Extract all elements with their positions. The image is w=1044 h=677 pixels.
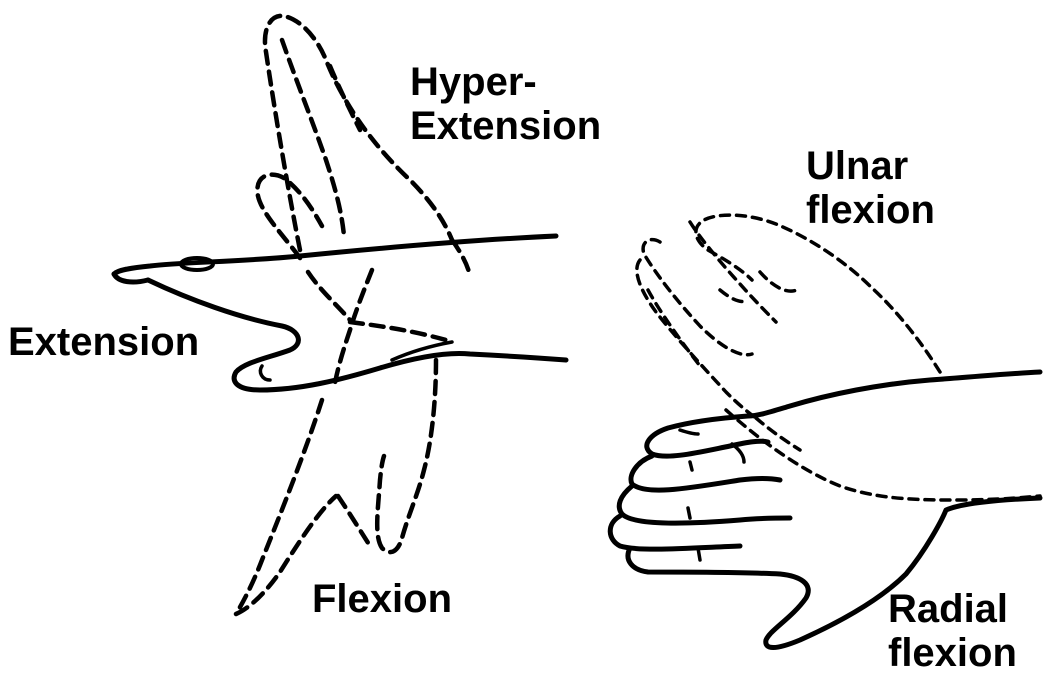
extended-hand-solid	[114, 236, 566, 390]
label-extension: Extension	[8, 320, 199, 364]
label-radial-flexion: Radial flexion	[888, 587, 1017, 675]
label-radial-flexion-line-1: Radial	[888, 587, 1017, 631]
right-hand-group	[610, 215, 1040, 647]
label-hyper-extension: Hyper- Extension	[410, 60, 601, 148]
label-ulnar-flexion: Ulnar flexion	[806, 144, 935, 232]
label-ulnar-flexion-line-1: Ulnar	[806, 144, 935, 188]
label-radial-flexion-line-2: flexion	[888, 631, 1017, 675]
label-hyper-extension-line-2: Extension	[410, 104, 601, 148]
ulnar-flexed-hand-dashed	[637, 215, 1040, 500]
label-ulnar-flexion-line-2: flexion	[806, 188, 935, 232]
label-flexion: Flexion	[312, 577, 452, 621]
flexed-hand-dashed	[236, 360, 436, 614]
label-hyper-extension-line-1: Hyper-	[410, 60, 601, 104]
